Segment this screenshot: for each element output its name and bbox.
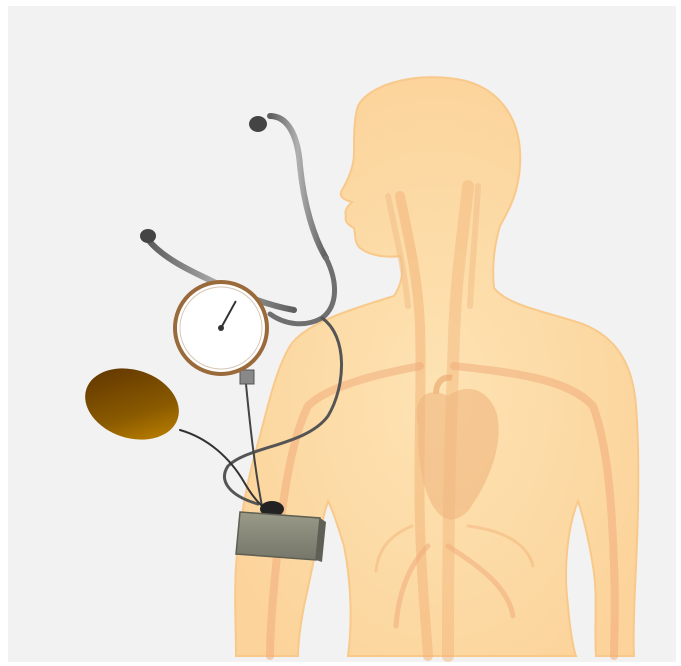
bulb-pump-icon bbox=[76, 357, 188, 451]
human-silhouette-icon bbox=[235, 77, 638, 656]
pressure-gauge-icon bbox=[175, 282, 267, 384]
blood-pressure-illustration bbox=[8, 6, 676, 662]
illustration-frame bbox=[8, 6, 676, 662]
